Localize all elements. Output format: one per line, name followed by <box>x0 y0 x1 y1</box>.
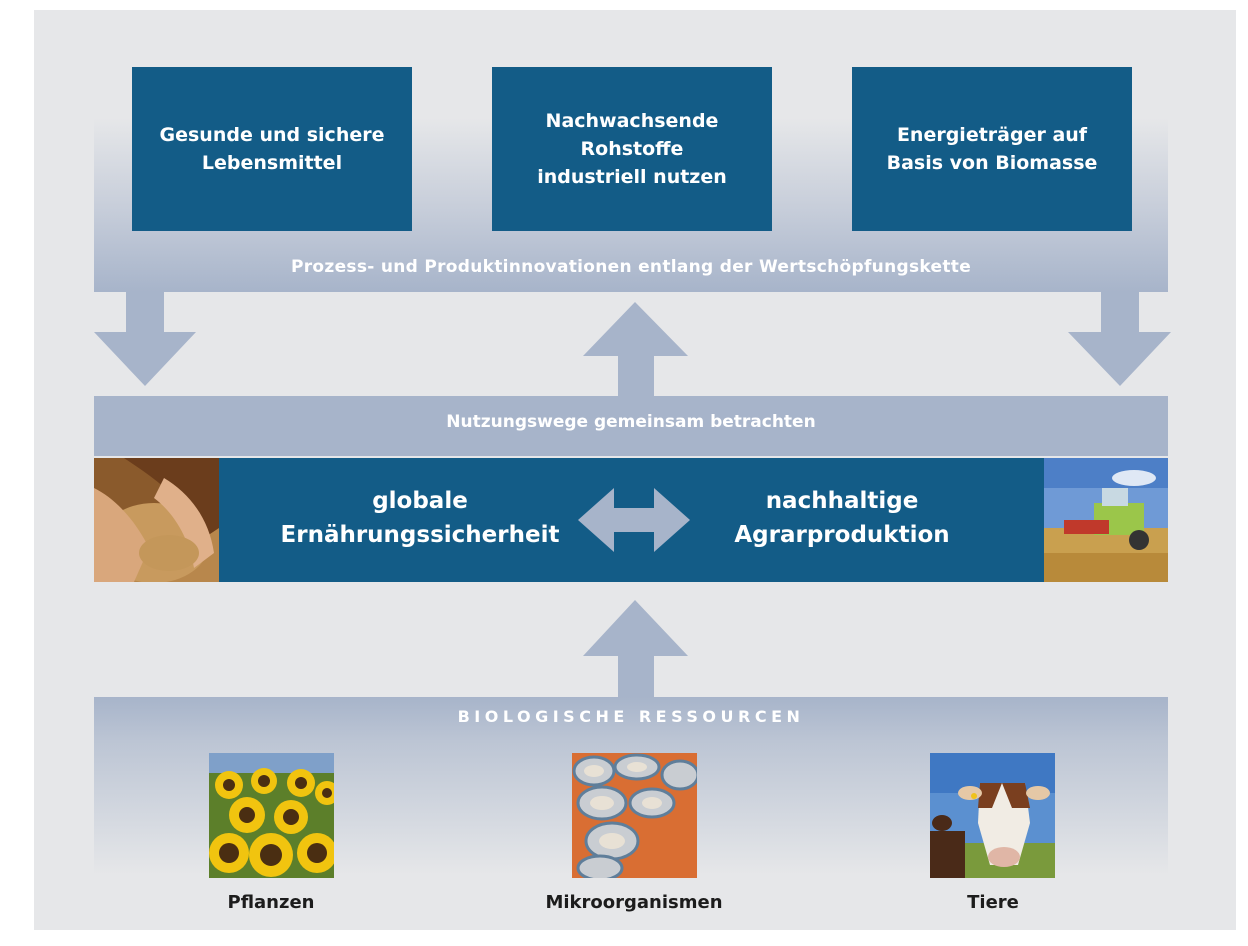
energy-box: Energieträger auf Basis von Biomasse <box>852 67 1132 231</box>
value-chain-label: Prozess- und Produktinnovationen entlang… <box>290 257 972 277</box>
microorganisms-photo <box>572 753 697 878</box>
center-up-arrow <box>583 302 688 396</box>
food-security-label: globale Ernährungssicherheit <box>280 488 560 548</box>
sunflowers-photo <box>209 753 334 878</box>
grain-hands-photo <box>94 458 219 582</box>
resource-label-animals: Tiere <box>967 892 1019 913</box>
resources-up-arrow <box>583 600 688 697</box>
left-down-arrow <box>94 292 196 386</box>
resource-label-plants: Pflanzen <box>227 892 315 913</box>
usage-paths-band <box>94 396 1168 456</box>
harvester-photo <box>1044 458 1168 582</box>
resource-label-microorganisms: Mikroorganismen <box>545 892 723 913</box>
resources-title: BIOLOGISCHE RESSOURCEN <box>457 707 805 726</box>
usage-paths-label: Nutzungswege gemeinsam betrachten <box>446 412 816 432</box>
right-down-arrow <box>1068 292 1171 386</box>
food-box: Gesunde und sichere Lebensmittel <box>132 67 412 231</box>
cow-photo <box>930 753 1055 878</box>
raw-materials-box: Nachwachsende Rohstoffe industriell nutz… <box>492 67 772 231</box>
sustainable-agri-label: nachhaltige Agrarproduktion <box>734 488 950 548</box>
double-arrow-icon <box>578 488 690 552</box>
